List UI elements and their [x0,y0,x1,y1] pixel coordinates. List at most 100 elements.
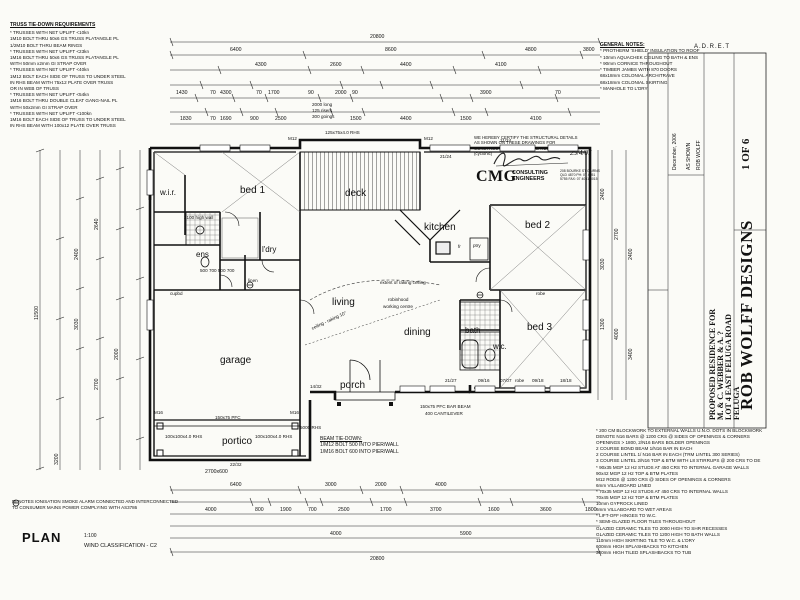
laundry-area [221,217,259,259]
label-deck-stair-length: 2000 long [312,102,333,107]
ensuite-basin [195,225,205,235]
dim-top-r4: 1500 [350,116,362,122]
dim-left: 2640 [94,218,100,230]
dim-top-r1: 3800 [583,47,595,53]
window-code-4: 21/27 [445,378,457,383]
label-cantilever: 400 CANTILEVER [425,411,463,416]
note-line: 1M16 BOLT THRU 50x6 GS TRUSS PLATANGLE P… [10,55,119,61]
dim-bottom-r2: 3700 [430,507,442,513]
note-line: 68x18mm COLONIAL SKIRTING [600,79,668,85]
dim-right: 2400 [600,188,606,200]
dim-top-r3: 2000 [335,90,347,96]
note-line: 1/2M10 BOLT THRU BEAM RINGS [10,42,83,48]
label-m12-b: M12 [424,136,433,141]
cert-line: WE HEREBY CERTIFY THE STRUCTURAL DETAILS [474,135,578,140]
cmg-logo: CMG [476,168,517,185]
dim-right: 2700 [614,228,620,240]
beam-tiedown-line: 1/M16 BOLT 600 INTO PIER/WALL [320,448,399,455]
label-fridge: fr [458,244,461,249]
dim-top-r4: 4100 [530,116,542,122]
room-bed3: bed 3 [527,322,553,333]
left-dimension-ticks [35,148,145,471]
plan-scale: 1:100 [84,533,97,539]
dim-bottom-r1: 6400 [230,482,242,488]
dim-top-r3: 70 [210,90,216,96]
dim-right: 2400 [628,248,634,260]
porch-door [349,359,381,392]
engineer-signature [493,152,569,167]
sched-line: 70x45 MGP 12 H2 TOP & BTM PLATES [596,495,679,501]
dim-left: 2000 [114,348,120,360]
note-line: WITH 50x2mm GI STRAP OVER [10,104,78,110]
label-pantry: ptry [473,243,481,248]
window-code-8: 18/18 [560,378,572,383]
construction-schedule: * 200 CM BLOCKWORK TO EXTERNAL WALLS U.N… [596,428,796,556]
dim-bottom-r2: 1600 [488,507,500,513]
label-m16-b: M16 [290,410,299,415]
label-deck-goings: 300 goings [312,114,335,119]
label-high-wall: 2100 high wall [184,215,214,220]
label-ceiling-extent: extent of raking ceiling [380,280,426,285]
dim-left-overall: 11500 [34,305,40,320]
beam-tiedown-title: BEAM TIE-DOWN: [320,436,363,442]
label-portico-beam: 150x75 PFC [215,415,241,420]
bedroom-ceiling-lines [153,151,587,389]
dim-top-r3: 1700 [268,90,280,96]
dim-top-r4: 900 [250,116,259,122]
dim-bottom-r2: 3600 [540,507,552,513]
truss-tiedown-notes: TRUSS TIE-DOWN REQUIREMENTS * TRUSSES WI… [10,22,170,129]
dim-bottom-r2: 700 [308,507,317,513]
sched-line: 600mm HIGH SPLASHBACKS TO KITCHEN [596,543,688,549]
room-dining: dining [404,327,431,338]
window-code-1: 11/24 [500,138,512,143]
note-line: * MANHOLE TO L'DRY [600,86,648,92]
raking-ceiling-extent [309,279,441,301]
room-portico: portico [222,436,253,447]
window-code-3: 14/32 [310,384,322,389]
dim-top-r3: 70 [256,90,262,96]
note-line: IN RHS BEAM WITH 75x12 PLATE OVER TRUSS [10,79,114,85]
label-m12-a: M12 [288,136,297,141]
sched-line: GLAZED CERAMIC TILES TO 1200 HIGH TO BAT… [596,531,720,537]
note-line: * TRUSSES WITH NET UPLIFT <100kn [10,110,92,116]
dim-top-r4: 2500 [275,116,287,122]
bottom-dimension-ticks [169,485,602,557]
label-m16-a: M16 [154,410,163,415]
room-kitchen: kitchen [424,222,456,233]
dim-left: 3200 [54,453,60,465]
dim-right: 1300 [600,318,606,330]
dim-top-r2: 4300 [255,62,267,68]
dim-left: 2700 [94,378,100,390]
cert-line: (cyclonic) [474,151,493,157]
label-linen: linen [248,278,258,283]
room-garage: garage [220,355,252,366]
sched-line: 6mm VILLABOARD LINED [596,482,652,488]
windows [146,144,590,393]
dim-bottom-r2: 1800 [585,507,597,513]
note-line: WITH 50mm x2mm GI STRAP OVER [10,61,87,67]
sched-line: 300mm HIGH TILED SPLASHBACKS TO TUB [596,549,692,555]
toilet [484,348,496,362]
kitchen-bench [394,209,461,255]
label-portico-rhs: 100x100x4.0 RHS [165,434,203,439]
room-porch: porch [340,380,366,391]
window-code-6: 07/07 [500,378,512,383]
label-deck-beam: 125x75x4.0 RHS [325,130,360,135]
porch-step [334,391,396,401]
sched-line: OPENINGS > 1800, 2/N16 BARS BOLDER OPENI… [596,440,710,446]
room-deck: deck [345,188,367,199]
note-line: * TRUSSES WITH NET UPLIFT <40kn [10,67,90,73]
dim-top-r4: 1830 [180,116,192,122]
sched-line: 2 COURSE LINTEL 1/ N16 BAR IN EACH (TRM … [596,452,740,458]
ensuite-tiles [185,211,221,246]
sched-line: 110mm HIGH SKIRTING TILE TO W.C. & L'DRY [596,537,695,543]
sched-line: M12 RODS @ 1200 CRS @ SIDES OF OPENINGS … [596,476,731,482]
door-swings [219,211,513,315]
dim-top-r2: 4100 [495,62,507,68]
engineer-stamp: CMG CONSULTING ENGINEERS 208 BOURKE ST C… [476,168,600,196]
porch-post [337,402,341,406]
smoke-alarm-symbols [12,281,484,507]
dim-top-r1: 4800 [525,47,537,53]
cmg-firm-name: CONSULTING ENGINEERS [512,170,548,182]
